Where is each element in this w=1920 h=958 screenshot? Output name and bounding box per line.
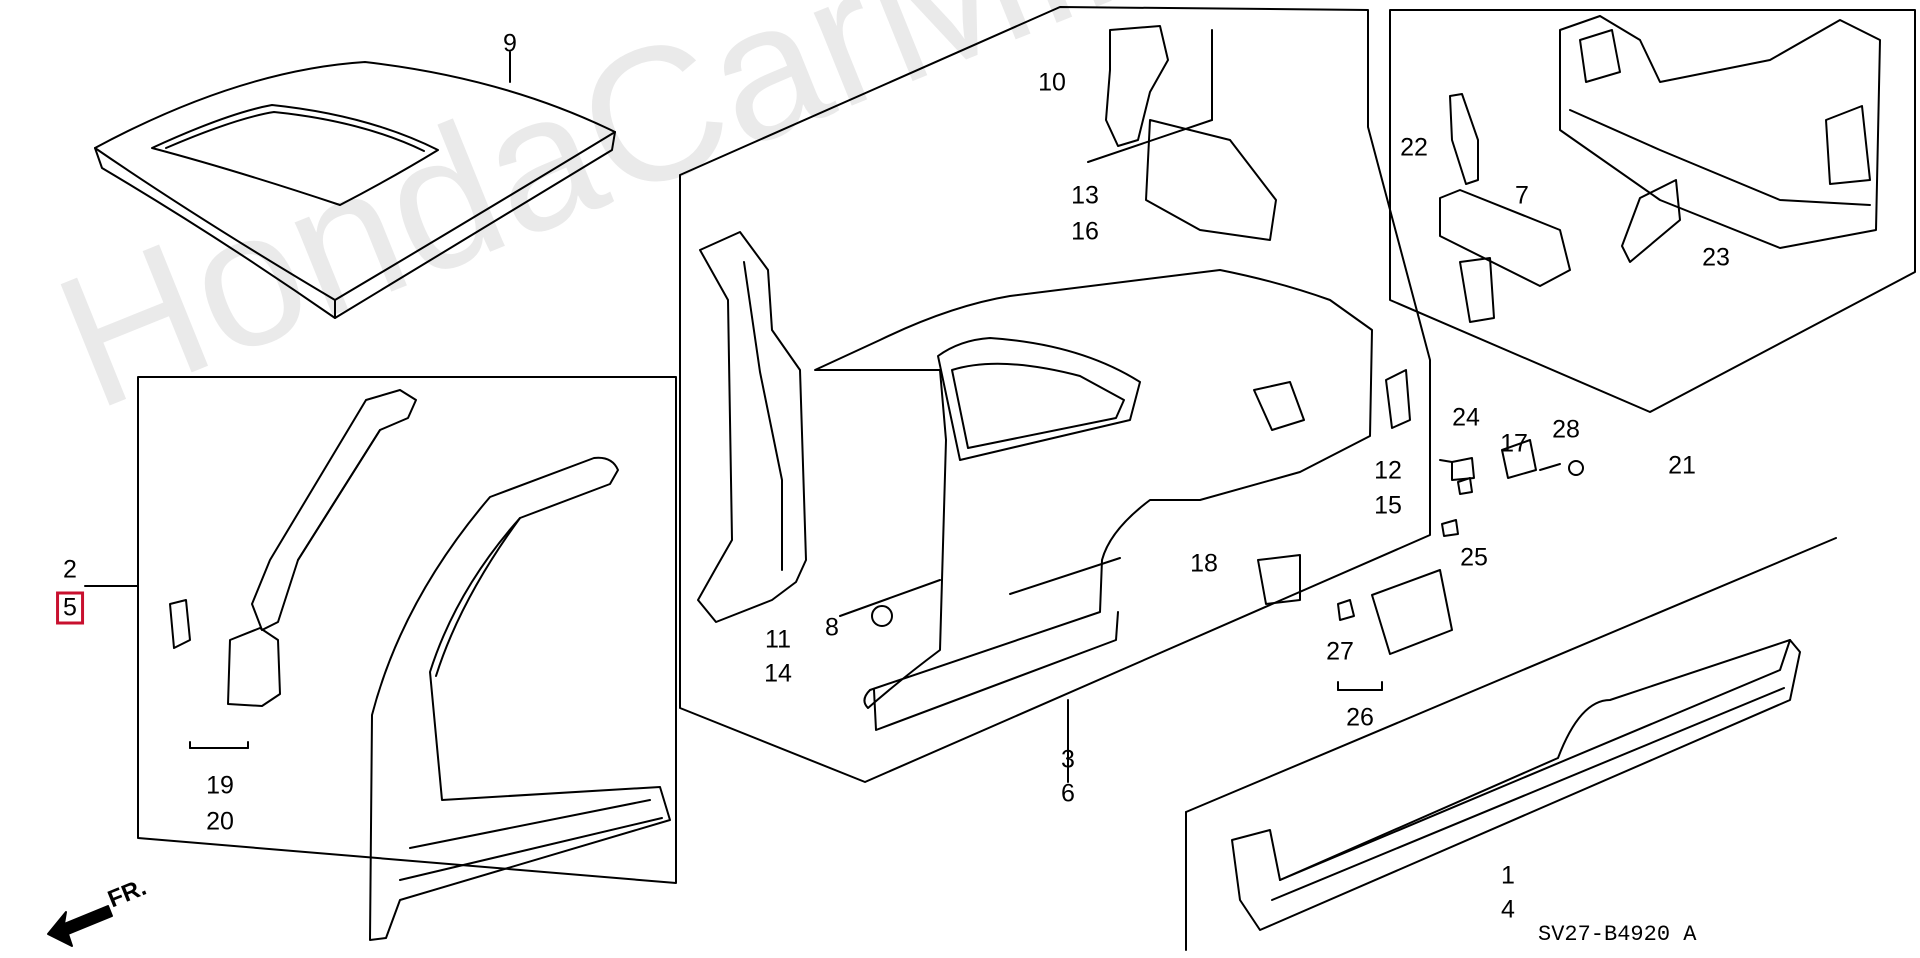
roof-panel <box>94 51 616 319</box>
callout-24: 24 <box>1452 403 1480 432</box>
callout-17: 17 <box>1500 429 1528 458</box>
callout-5: 5 <box>56 591 84 625</box>
callout-14: 14 <box>764 659 792 688</box>
callout-4: 4 <box>1501 895 1515 924</box>
quarter-panel-frame <box>679 6 1431 783</box>
callout-7: 7 <box>1515 181 1529 210</box>
callout-2: 2 <box>63 555 77 584</box>
callout-16: 16 <box>1071 217 1099 246</box>
callout-27: 27 <box>1326 637 1354 666</box>
callout-9: 9 <box>503 29 517 58</box>
callout-21: 21 <box>1668 451 1696 480</box>
callout-3: 3 <box>1061 745 1075 774</box>
rear-panel-frame <box>1389 9 1916 413</box>
callout-1: 1 <box>1501 861 1515 890</box>
callout-11: 11 <box>765 625 791 654</box>
callout-6: 6 <box>1061 779 1075 808</box>
callout-13: 13 <box>1071 181 1099 210</box>
callout-20: 20 <box>206 807 234 836</box>
diagram-reference-code: SV27-B4920 A <box>1538 922 1697 947</box>
callout-22: 22 <box>1400 133 1428 162</box>
callout-26: 26 <box>1346 703 1374 732</box>
callout-10: 10 <box>1038 68 1066 97</box>
callout-8: 8 <box>825 613 839 642</box>
callout-12: 12 <box>1374 456 1402 485</box>
callout-15: 15 <box>1374 491 1402 520</box>
side-sill-frame <box>1185 537 1837 951</box>
callout-19: 19 <box>206 771 234 800</box>
front-direction-arrow <box>47 905 113 947</box>
callout-28: 28 <box>1552 415 1580 444</box>
callout-23: 23 <box>1702 243 1730 272</box>
front-pillar-frame <box>84 376 677 941</box>
callout-25: 25 <box>1460 543 1488 572</box>
small-parts <box>871 439 1584 691</box>
callout-18: 18 <box>1190 549 1218 578</box>
